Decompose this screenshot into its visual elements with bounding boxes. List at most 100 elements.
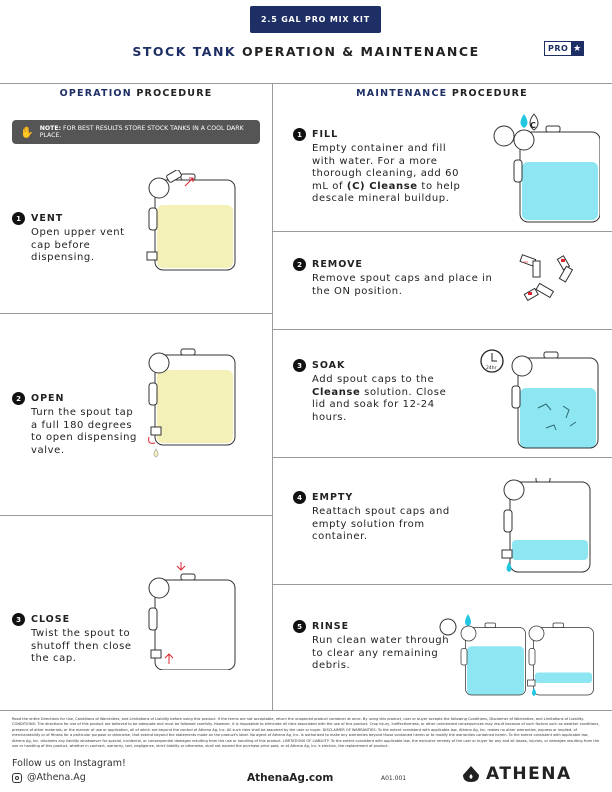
step-title: RINSE (312, 621, 350, 632)
star-icon: ★ (571, 42, 583, 55)
step-number: 5 (293, 620, 306, 633)
divider (0, 313, 272, 314)
step-desc: Run clean water through to clear any rem… (312, 635, 450, 671)
step-number: 1 (293, 128, 306, 141)
note-label: NOTE: (39, 125, 62, 132)
step-desc: Reattach spout caps and empty solution f… (312, 506, 450, 542)
arrow-up-icon (164, 653, 174, 664)
tank-open-illustration (148, 348, 236, 458)
title-rest: OPERATION & MAINTENANCE (241, 44, 480, 59)
drop-icon (153, 448, 159, 458)
title-accent: STOCK TANK (132, 44, 237, 59)
heading-accent: OPERATION (59, 88, 132, 99)
timer-icon: 24hr (480, 349, 504, 373)
step-desc: Turn the spout tap a full 180 degrees to… (31, 407, 138, 456)
document-code: A01.001 (381, 775, 407, 782)
step-title: REMOVE (312, 259, 363, 270)
step-desc: Add spout caps to the Cleanse solution. … (312, 374, 463, 424)
step-desc: Empty container and fill with water. For… (312, 143, 463, 206)
operation-heading: OPERATION PROCEDURE (0, 88, 272, 99)
divider (0, 83, 612, 84)
kit-badge: 2.5 GAL PRO MIX KIT (250, 6, 381, 33)
heading-accent: MAINTENANCE (356, 88, 448, 99)
tank-fill-illustration: C (493, 113, 600, 223)
cleanse-product: Cleanse (312, 386, 361, 398)
tank-vent-illustration (146, 170, 236, 271)
cap-label: ON (523, 260, 528, 264)
desc-part: solution. Close lid and soak for 12-24 h… (312, 386, 447, 423)
step-title: SOAK (312, 360, 346, 371)
spout-caps-illustration: ON (519, 254, 574, 302)
desc-part: Add spout caps to the (312, 374, 435, 385)
note-text: FOR BEST RESULTS STORE STOCK TANKS IN A … (39, 125, 244, 139)
arrow-down-icon (176, 562, 186, 571)
maintenance-heading: MAINTENANCE PROCEDURE (272, 88, 612, 99)
instagram-follow: Follow us on Instagram! (12, 758, 126, 769)
divider (0, 515, 272, 516)
page-title: STOCK TANK OPERATION & MAINTENANCE (0, 44, 612, 59)
divider (0, 710, 612, 711)
step-desc: Remove spout caps and place in the ON po… (312, 273, 493, 297)
desc-part: Empty container and fill with water. For… (312, 143, 460, 192)
spout-icon (146, 251, 158, 261)
operation-step-close: 3 CLOSE Twist the spout to shutoff then … (12, 613, 142, 666)
step-desc: Twist the spout to shutoff then close th… (31, 628, 132, 664)
spout-caps-icon (537, 403, 577, 431)
drop-icon (532, 688, 536, 696)
tank-empty-illustration (501, 478, 591, 573)
step-title: FILL (312, 129, 339, 140)
divider (272, 457, 612, 458)
step-title: EMPTY (312, 492, 354, 503)
step-number: 3 (12, 613, 25, 626)
maintenance-step-rinse: 5 RINSE Run clean water through to clear… (293, 620, 463, 673)
instagram-link[interactable]: @Athena.Ag (12, 772, 86, 783)
spout-cap-icon: ON (519, 254, 541, 278)
drop-icon (520, 114, 528, 128)
instagram-icon (12, 772, 22, 783)
hand-icon: ✋ (20, 125, 34, 139)
step-number: 2 (12, 392, 25, 405)
maintenance-step-fill: 1 FILL Empty container and fill with wat… (293, 128, 463, 206)
brand-name: ATHENA (486, 764, 572, 784)
step-title: CLOSE (31, 614, 71, 625)
cleanse-product: (C) Cleanse (346, 180, 418, 192)
operation-step-open: 2 OPEN Turn the spout tap a full 180 deg… (12, 392, 142, 457)
legal-disclaimer: Read the entire Directions for Use, Cond… (12, 717, 600, 749)
storage-note: ✋ NOTE: FOR BEST RESULTS STORE STOCK TAN… (12, 120, 260, 144)
step-desc: Open upper vent cap before dispensing. (31, 227, 125, 263)
step-number: 2 (293, 258, 306, 271)
desc-part: to help descale mineral buildup. (312, 180, 461, 205)
timer-label: 24hr (486, 365, 497, 371)
heading-rest: PROCEDURE (136, 88, 213, 99)
pro-badge: PRO★ (544, 41, 584, 56)
drop-icon (465, 614, 471, 626)
athena-logo: ATHENA (462, 764, 572, 784)
divider (272, 231, 612, 232)
operation-step-vent: 1 VENT Open upper vent cap before dispen… (12, 212, 142, 265)
step-title: OPEN (31, 393, 65, 404)
step-title: VENT (31, 213, 64, 224)
drop-icon (506, 562, 512, 572)
tank-rinse-illustration (439, 614, 594, 696)
website-link[interactable]: AthenaAg.com (247, 772, 334, 784)
maintenance-step-empty: 4 EMPTY Reattach spout caps and empty so… (293, 491, 463, 544)
maintenance-step-remove: 2 REMOVE Remove spout caps and place in … (293, 258, 493, 298)
cleanse-letter: C (530, 121, 536, 130)
heading-rest: PROCEDURE (451, 88, 528, 99)
cap-icon (439, 618, 457, 636)
divider (272, 329, 612, 330)
tank-close-illustration (148, 562, 236, 670)
athena-flame-icon (463, 766, 479, 782)
spout-cap-icon (523, 282, 555, 302)
rotate-arrow-icon (148, 436, 156, 444)
divider (272, 83, 273, 710)
vent-cap-icon (166, 170, 182, 183)
step-number: 3 (293, 359, 306, 372)
pro-label: PRO (548, 44, 569, 53)
tank-soak-illustration (511, 351, 599, 449)
step-number: 4 (293, 491, 306, 504)
cap-icon (493, 125, 515, 147)
arrow-icon (184, 177, 194, 187)
maintenance-step-soak: 3 SOAK Add spout caps to the Cleanse sol… (293, 359, 463, 424)
step-number: 1 (12, 212, 25, 225)
